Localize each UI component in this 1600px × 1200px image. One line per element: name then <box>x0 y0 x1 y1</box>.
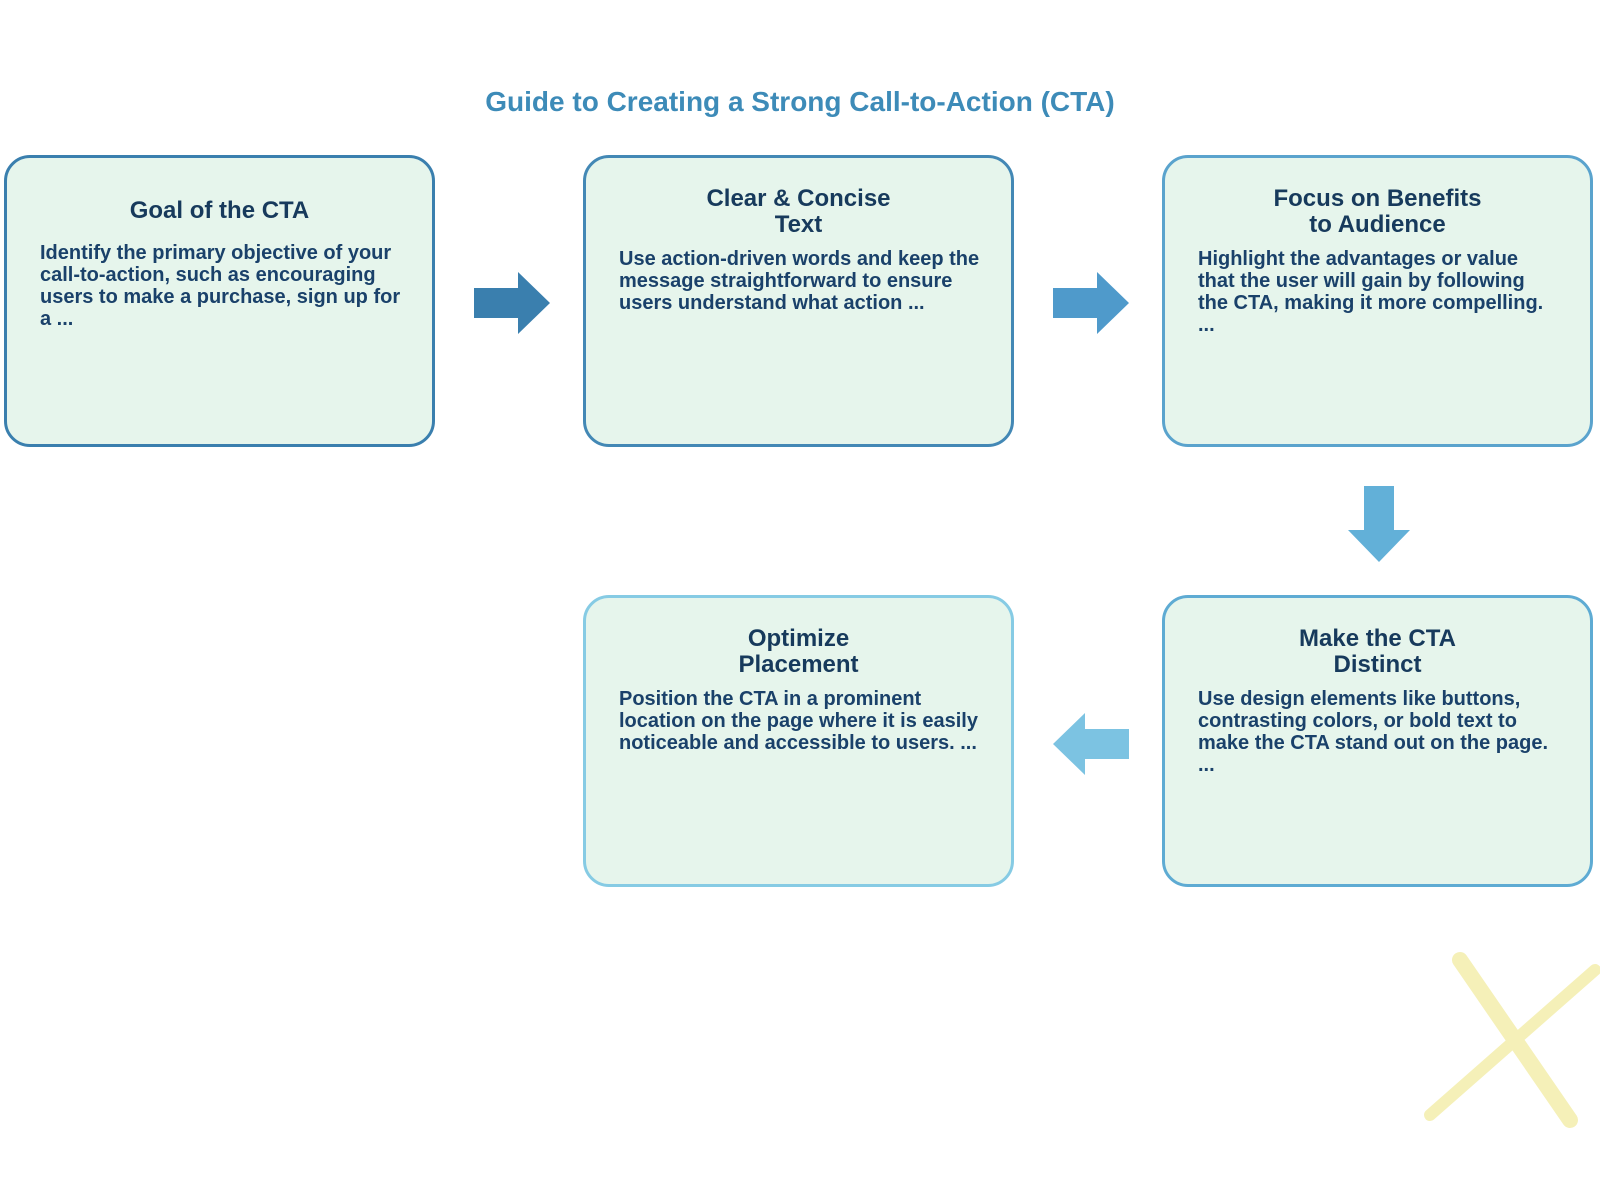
step-description: Use design elements like buttons, contra… <box>1198 688 1549 776</box>
step-title: Goal of the CTA <box>129 197 310 224</box>
infografix-watermark <box>1100 950 1600 1130</box>
step-description: Position the CTA in a prominent location… <box>619 688 978 754</box>
step-description: Use action-driven words and keep the mes… <box>619 248 980 314</box>
arrow-right-icon <box>474 272 550 334</box>
step-title: Optimize Placement <box>738 625 859 678</box>
watermark-x-mark <box>1424 952 1600 1128</box>
arrow-shape <box>1348 486 1410 562</box>
step-title: Focus on Benefits to Audience <box>1273 185 1482 238</box>
arrow-down-icon <box>1348 486 1410 562</box>
diagram-title: Guide to Creating a Strong Call-to-Actio… <box>485 86 1115 117</box>
arrow-shape <box>474 272 550 334</box>
step-card-clear-text: Clear & Concise Text Use action-driven w… <box>583 155 1014 447</box>
arrow-shape <box>1053 713 1129 775</box>
step-description: Highlight the advantages or value that t… <box>1198 248 1544 336</box>
step-card-placement: Optimize Placement Position the CTA in a… <box>583 595 1014 887</box>
step-card-distinct: Make the CTA Distinct Use design element… <box>1162 595 1593 887</box>
step-card-goal: Goal of the CTA Identify the primary obj… <box>4 155 435 447</box>
step-card-benefits: Focus on Benefits to Audience Highlight … <box>1162 155 1593 447</box>
arrow-left-icon <box>1053 713 1129 775</box>
step-title: Make the CTA Distinct <box>1299 625 1456 678</box>
arrow-right-icon <box>1053 272 1129 334</box>
step-title: Clear & Concise Text <box>706 185 891 238</box>
arrow-shape <box>1053 272 1129 334</box>
step-description: Identify the primary objective of your c… <box>40 242 401 330</box>
